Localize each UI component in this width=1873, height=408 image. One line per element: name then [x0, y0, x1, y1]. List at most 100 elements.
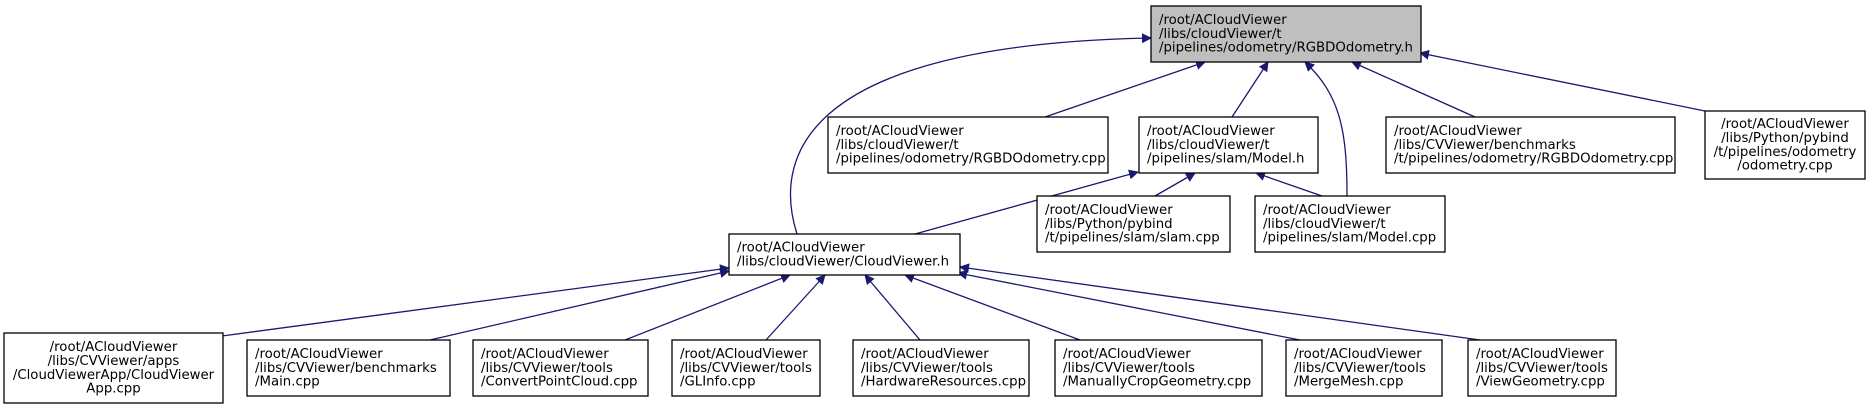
node-label-line: /root/ACloudViewer: [680, 347, 808, 362]
node-box: [1036, 195, 1231, 253]
node-glinfo_cpp[interactable]: /root/ACloudViewer/libs/CVViewer/tools/G…: [671, 339, 821, 397]
node-label-line: /root/ACloudViewer: [255, 347, 383, 362]
edge-arrow: [959, 263, 1481, 341]
node-label-line: /HardwareResources.cpp: [861, 375, 1026, 390]
node-box: [1150, 5, 1422, 63]
node-merge_cpp[interactable]: /root/ACloudViewer/libs/CVViewer/tools/M…: [1285, 339, 1443, 397]
edge-pybind_odom-to-rgbd_h: [1419, 49, 1706, 112]
node-view_cpp[interactable]: /root/ACloudViewer/libs/CVViewer/tools/V…: [1467, 339, 1617, 397]
edge-arrow: [864, 274, 921, 341]
node-label-line: /libs/CVViewer/tools: [481, 361, 613, 376]
node-label-line: /root/ACloudViewer: [861, 347, 989, 362]
node-label-line: App.cpp: [86, 382, 140, 397]
edge-arrow: [1351, 61, 1476, 118]
edge-arrow: [957, 269, 1301, 341]
node-label-line: /root/ACloudViewer: [1147, 124, 1275, 139]
node-pybind_odom[interactable]: /root/ACloudViewer/libs/Python/pybind/t/…: [1704, 110, 1866, 180]
node-label-line: /libs/CVViewer/tools: [680, 361, 812, 376]
edge-arrow: [1154, 172, 1196, 197]
node-box: [472, 339, 649, 397]
edge-arrow: [914, 169, 1139, 235]
node-label-line: /libs/cloudViewer/t: [1147, 138, 1270, 153]
edge-convert_cpp-to-cloudviewer_h: [624, 273, 791, 341]
edge-arrow: [1231, 61, 1269, 118]
edge-merge_cpp-to-cloudviewer_h: [957, 269, 1301, 341]
edge-app_cpp-to-cloudviewer_h: [221, 264, 730, 337]
node-label-line: /libs/cloudViewer/t: [1263, 217, 1386, 232]
node-crop_cpp[interactable]: /root/ACloudViewer/libs/CVViewer/tools/M…: [1054, 339, 1263, 397]
node-label-line: /root/ACloudViewer: [1263, 203, 1391, 218]
node-label-line: /t/pipelines/odometry: [1714, 145, 1857, 160]
edge-cloudviewer_h-to-rgbd_h: [789, 33, 1152, 235]
node-label-line: /libs/CVViewer/apps: [48, 354, 180, 369]
edge-model_cpp-to-rgbd_h: [1304, 61, 1348, 197]
node-label-line: /libs/Python/pybind: [1721, 131, 1849, 146]
node-model_h[interactable]: /root/ACloudViewer/libs/cloudViewer/t/pi…: [1138, 116, 1319, 174]
node-label-line: /ManuallyCropGeometry.cpp: [1063, 375, 1251, 390]
edge-arrow: [1304, 61, 1348, 197]
node-label-line: /ConvertPointCloud.cpp: [481, 375, 637, 390]
node-slam_cpp[interactable]: /root/ACloudViewer/libs/Python/pybind/t/…: [1036, 195, 1231, 253]
node-app_cpp[interactable]: /root/ACloudViewer/libs/CVViewer/apps/Cl…: [3, 332, 224, 404]
node-box: [852, 339, 1030, 397]
edge-arrow: [1255, 171, 1323, 197]
edge-main_cpp-to-cloudviewer_h: [429, 268, 730, 341]
edge-model_h-to-rgbd_h: [1231, 61, 1269, 118]
node-label-line: /libs/cloudViewer/CloudViewer.h: [737, 254, 949, 269]
edge-cloudviewer_h-to-model_h: [914, 169, 1139, 235]
node-label-line: /root/ACloudViewer: [1063, 347, 1191, 362]
node-bench_rgbd[interactable]: /root/ACloudViewer/libs/CVViewer/benchma…: [1385, 116, 1676, 174]
node-label-line: /root/ACloudViewer: [836, 124, 964, 139]
edge-slam_cpp-to-model_h: [1154, 172, 1196, 197]
edge-arrow: [765, 274, 826, 341]
node-main_cpp[interactable]: /root/ACloudViewer/libs/CVViewer/benchma…: [246, 339, 451, 397]
edge-model_cpp-to-model_h: [1255, 171, 1323, 197]
node-convert_cpp[interactable]: /root/ACloudViewer/libs/CVViewer/tools/C…: [472, 339, 649, 397]
edge-view_cpp-to-cloudviewer_h: [959, 263, 1481, 341]
node-rgbd_h[interactable]: /root/ACloudViewer/libs/cloudViewer/t/pi…: [1150, 5, 1422, 63]
node-box: [827, 116, 1109, 174]
edge-glinfo_cpp-to-cloudviewer_h: [765, 274, 826, 341]
node-label-line: /libs/CVViewer/benchmarks: [1394, 138, 1576, 153]
edge-rgbd_cpp-to-rgbd_h: [1044, 60, 1206, 118]
node-label-line: /libs/CVViewer/tools: [1294, 361, 1426, 376]
node-label-line: /Main.cpp: [255, 375, 320, 390]
node-label-line: /root/ACloudViewer: [1394, 124, 1522, 139]
node-label-line: /pipelines/slam/Model.h: [1147, 152, 1304, 167]
edge-crop_cpp-to-cloudviewer_h: [904, 273, 1081, 341]
node-box: [3, 332, 224, 404]
node-label-line: /libs/CVViewer/tools: [1476, 361, 1608, 376]
node-label-line: /root/ACloudViewer: [1045, 203, 1173, 218]
node-label-line: /root/ACloudViewer: [737, 241, 865, 256]
edge-bench_rgbd-to-rgbd_h: [1351, 61, 1476, 118]
node-hardware_cpp[interactable]: /root/ACloudViewer/libs/CVViewer/tools/H…: [852, 339, 1030, 397]
node-label-line: /ViewGeometry.cpp: [1476, 375, 1605, 390]
node-label-line: /libs/CVViewer/tools: [861, 361, 993, 376]
node-label-line: /root/ACloudViewer: [1721, 117, 1849, 132]
node-label-line: /libs/cloudViewer/t: [1159, 27, 1282, 42]
node-box: [246, 339, 451, 397]
node-box: [1138, 116, 1319, 174]
node-box: [1467, 339, 1617, 397]
node-label-line: /t/pipelines/slam/slam.cpp: [1045, 231, 1220, 246]
edge-arrow: [904, 273, 1081, 341]
node-box: [728, 233, 961, 276]
edge-hardware_cpp-to-cloudviewer_h: [864, 274, 921, 341]
node-label-line: /root/ACloudViewer: [1476, 347, 1604, 362]
node-box: [671, 339, 821, 397]
edge-arrow: [429, 268, 730, 341]
node-box: [1285, 339, 1443, 397]
node-rgbd_cpp[interactable]: /root/ACloudViewer/libs/cloudViewer/t/pi…: [827, 116, 1109, 174]
node-model_cpp[interactable]: /root/ACloudViewer/libs/cloudViewer/t/pi…: [1254, 195, 1446, 253]
node-cloudviewer_h[interactable]: /root/ACloudViewer/libs/cloudViewer/Clou…: [728, 233, 961, 276]
node-label-line: /libs/CVViewer/tools: [1063, 361, 1195, 376]
node-label-line: /libs/CVViewer/benchmarks: [255, 361, 437, 376]
node-label-line: /root/ACloudViewer: [1294, 347, 1422, 362]
edge-arrow: [1044, 60, 1206, 118]
edge-arrow: [1419, 49, 1706, 112]
node-label-line: /GLInfo.cpp: [680, 375, 756, 390]
node-box: [1254, 195, 1446, 253]
node-box: [1704, 110, 1866, 180]
node-label-line: /root/ACloudViewer: [50, 340, 178, 355]
